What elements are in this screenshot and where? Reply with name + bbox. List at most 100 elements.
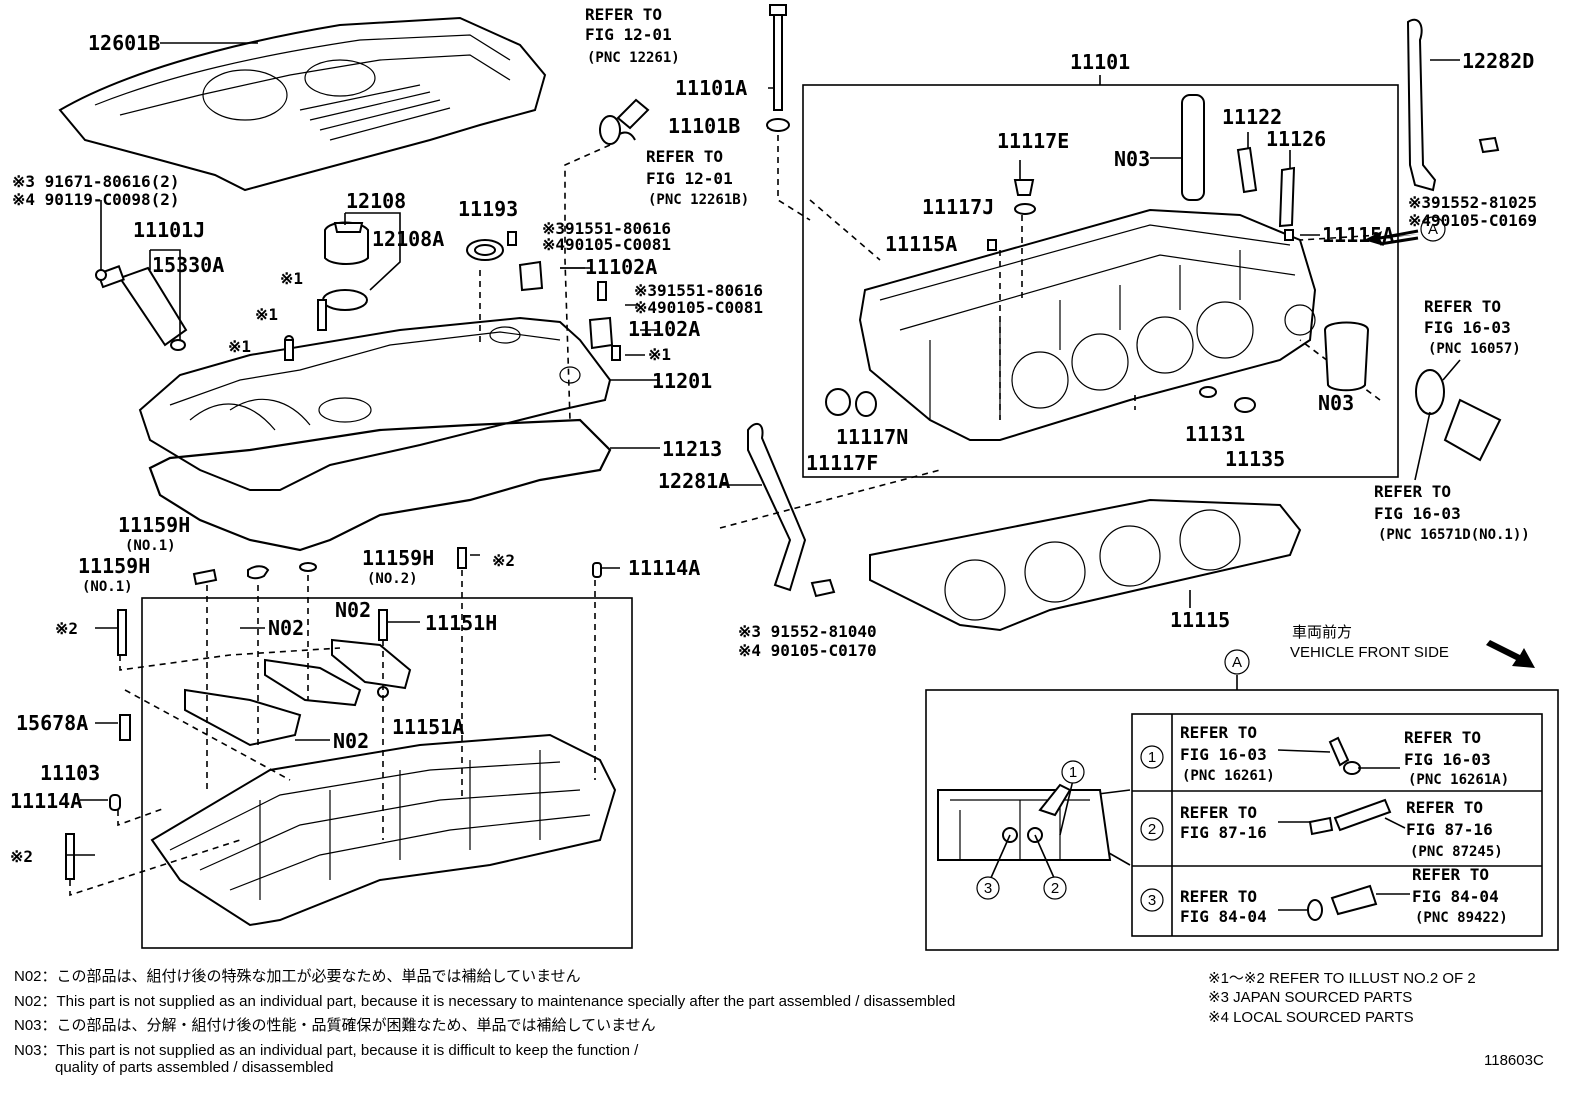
svg-text:(PNC 16057): (PNC 16057) — [1428, 341, 1521, 357]
svg-text:REFER TO: REFER TO — [1180, 723, 1257, 742]
label-11159H-no2: 11159H — [362, 546, 434, 570]
bracket-12281A — [719, 422, 941, 598]
row-circle-1: 1 — [1140, 745, 1164, 769]
label-N02-c: N02 — [333, 729, 369, 753]
label-11135: 11135 — [1225, 447, 1285, 471]
label-no2: (NO.2) — [367, 571, 418, 587]
svg-text:REFER TO: REFER TO — [646, 147, 723, 166]
svg-text:2: 2 — [1051, 880, 1059, 897]
label-11117J: 11117J — [922, 195, 994, 219]
svg-text:(PNC 16261A): (PNC 16261A) — [1408, 772, 1509, 788]
label-11117E: 11117E — [997, 129, 1069, 153]
label-11101J: 11101J — [133, 218, 205, 242]
label-12281A: 12281A — [658, 469, 730, 493]
svg-text:FIG 87-16: FIG 87-16 — [1180, 823, 1267, 842]
svg-text:REFER TO: REFER TO — [1424, 297, 1501, 316]
svg-text:※391552-81025: ※391552-81025 — [1408, 193, 1537, 212]
svg-text:※3 91552-81040: ※3 91552-81040 — [738, 622, 877, 641]
callout-2: 2 — [1043, 876, 1067, 900]
label-11117N: 11117N — [836, 425, 908, 449]
note-refs: ※1 ※1 ※1 ※1 ※2 ※2 ※2 — [10, 269, 671, 866]
label-11114A-left: 11114A — [10, 789, 82, 813]
label-11159H-no1a: 11159H — [118, 513, 190, 537]
lower-small-parts — [65, 547, 620, 897]
svg-text:※4 90119-C0098(2): ※4 90119-C0098(2) — [12, 190, 180, 209]
note-n02-jp: N02：この部品は、組付け後の特殊な加工が必要なため、単品では補給していません — [14, 968, 581, 985]
note-n02-en: N02：This part is not supplied as an indi… — [14, 993, 956, 1010]
svg-text:A: A — [1428, 221, 1438, 238]
svg-text:A: A — [1232, 654, 1242, 671]
svg-text:REFER TO: REFER TO — [1374, 482, 1451, 501]
svg-text:3: 3 — [984, 880, 992, 897]
label-11201: 11201 — [652, 369, 712, 393]
vehicle-front-arrow — [1486, 640, 1535, 668]
svg-text:REFER TO: REFER TO — [1404, 728, 1481, 747]
label-N02-b: N02 — [268, 616, 304, 640]
svg-text:※391551-80616: ※391551-80616 — [634, 281, 763, 300]
head-cover-gasket — [148, 418, 660, 552]
small-parts — [284, 98, 660, 421]
label-11151A: 11151A — [392, 715, 464, 739]
svg-text:※3 91671-80616(2): ※3 91671-80616(2) — [12, 172, 180, 191]
svg-text:FIG 87-16: FIG 87-16 — [1406, 820, 1493, 839]
label-11102A-2: 11102A — [628, 317, 700, 341]
label-N03-b: N03 — [1318, 391, 1354, 415]
label-11115A-r: 11115A — [1322, 223, 1394, 247]
figure-id: 118603C — [1484, 1052, 1544, 1069]
svg-text:REFER TO: REFER TO — [1406, 798, 1483, 817]
label-11103: 11103 — [40, 761, 100, 785]
detail-table — [1089, 713, 1543, 937]
oil-filler-cap — [322, 212, 401, 311]
svg-text:※391551-80616: ※391551-80616 — [542, 219, 671, 238]
detail-marker-a: A — [1224, 649, 1250, 675]
cylinder-head — [809, 199, 1381, 441]
svg-text:※2: ※2 — [55, 619, 78, 638]
row-circle-2: 2 — [1140, 817, 1164, 841]
callout-1: 1 — [1061, 760, 1085, 784]
svg-text:REFER TO: REFER TO — [1180, 803, 1257, 822]
svg-text:(PNC 16571D(NO.1)): (PNC 16571D(NO.1)) — [1378, 527, 1530, 543]
label-no1b: (NO.1) — [82, 579, 133, 595]
callout-3: 3 — [976, 876, 1000, 900]
svg-text:※490105-C0169: ※490105-C0169 — [1408, 211, 1537, 230]
svg-text:※2: ※2 — [10, 847, 33, 866]
label-11117F: 11117F — [806, 451, 878, 475]
detail-engine — [937, 779, 1112, 881]
bearing-caps — [184, 627, 412, 747]
legend-1: ※1～※2 REFER TO ILLUST NO.2 OF 2 — [1208, 970, 1476, 987]
svg-text:FIG 84-04: FIG 84-04 — [1180, 907, 1267, 926]
label-11151H: 11151H — [425, 611, 497, 635]
water-pipe — [1414, 359, 1502, 481]
note-n03-en-2: quality of parts assembled / disassemble… — [55, 1059, 334, 1076]
svg-text:3: 3 — [1148, 892, 1156, 909]
detail-box — [925, 689, 1559, 951]
svg-text:VEHICLE FRONT SIDE: VEHICLE FRONT SIDE — [1290, 644, 1449, 661]
label-no1a: (NO.1) — [125, 538, 176, 554]
label-N03-a: N03 — [1114, 147, 1150, 171]
svg-text:FIG 16-03: FIG 16-03 — [1180, 745, 1267, 764]
label-11101A: 11101A — [675, 76, 747, 100]
label-11159H-no1b: 11159H — [78, 554, 150, 578]
svg-text:1: 1 — [1148, 749, 1156, 766]
legend-2: ※3 JAPAN SOURCED PARTS — [1208, 989, 1413, 1006]
svg-text:※1: ※1 — [280, 269, 303, 288]
label-12108A: 12108A — [372, 227, 444, 251]
label-11131: 11131 — [1185, 422, 1245, 446]
part-labels: 12601B 11101J 15330A 12108 12108A 11193 … — [10, 31, 1534, 813]
engine-cover — [58, 16, 547, 192]
svg-text:※1: ※1 — [648, 345, 671, 364]
svg-text:※490105-C0081: ※490105-C0081 — [542, 235, 671, 254]
arrow-a — [1364, 229, 1420, 246]
svg-text:(PNC 12261B): (PNC 12261B) — [648, 192, 749, 208]
svg-text:FIG 12-01: FIG 12-01 — [585, 25, 672, 44]
arrow-marker-a: A — [1420, 216, 1446, 242]
note-n03-jp: N03：この部品は、分解・組付け後の性能・品質確保が困難なため、単品では補給して… — [14, 1017, 656, 1034]
label-11101B: 11101B — [668, 114, 740, 138]
bracket-12282D — [1406, 18, 1500, 192]
svg-text:REFER TO: REFER TO — [585, 5, 662, 24]
svg-text:(PNC 16261): (PNC 16261) — [1182, 768, 1275, 784]
svg-text:※4 90105-C0170: ※4 90105-C0170 — [738, 641, 877, 660]
svg-text:REFER TO: REFER TO — [1180, 887, 1257, 906]
svg-text:(PNC 87245): (PNC 87245) — [1410, 844, 1503, 860]
note-n03-en: N03：This part is not supplied as an indi… — [14, 1042, 639, 1059]
